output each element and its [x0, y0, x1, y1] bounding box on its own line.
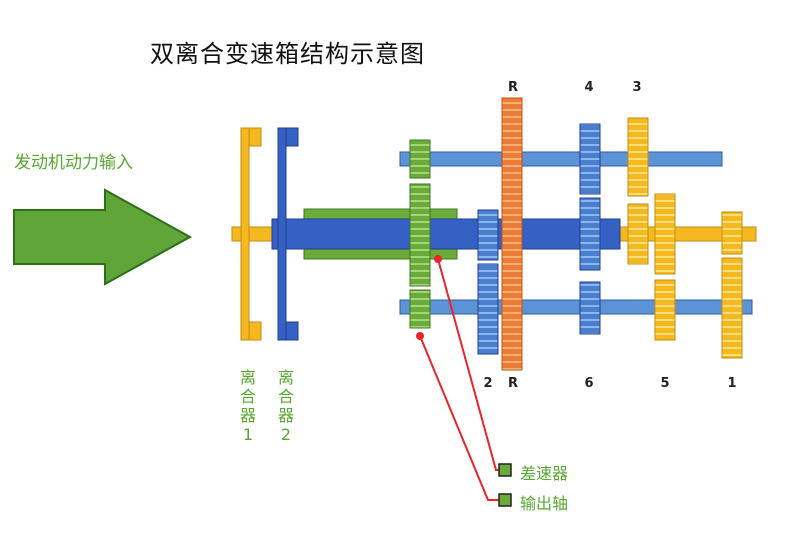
differential-pointer-dot: [434, 255, 442, 263]
gear-4-6-drive: [579, 197, 601, 271]
gear-5-driven: [654, 279, 676, 341]
differential-legend-square: [498, 463, 512, 477]
output-shaft-label: 输出轴: [520, 494, 569, 513]
gear-label-3: 3: [632, 80, 642, 95]
differential-label: 差速器: [520, 464, 569, 483]
upper-countershaft: [399, 151, 723, 167]
gear-1-driven: [721, 257, 743, 359]
clutch-2-label: 离 合 器 2: [277, 368, 294, 444]
output-gear-middle: [409, 183, 431, 287]
gear-label-r-bottom: R: [507, 376, 518, 391]
clutch-1-label: 离 合 器 1: [239, 368, 256, 444]
clutch-1: [240, 127, 262, 341]
output-gear-lower: [409, 289, 431, 329]
gear-label-5: 5: [660, 376, 670, 391]
output-shaft-pointer-dot: [416, 332, 424, 340]
gear-2-driven: [477, 263, 499, 355]
outer-input-shaft: [271, 218, 621, 250]
gear-label-r-top: R: [507, 80, 518, 95]
gear-3-driven: [627, 117, 649, 197]
gear-label-2: 2: [483, 376, 493, 391]
engine-input-label: 发动机动力输入: [14, 153, 133, 173]
gear-label-4: 4: [584, 80, 594, 95]
diagram-title: 双离合变速箱结构示意图: [150, 40, 425, 68]
gear-label-1: 1: [727, 376, 737, 391]
gear-label-6: 6: [584, 376, 594, 391]
output-shaft-legend-square: [498, 493, 512, 507]
output-gear-upper: [409, 139, 431, 179]
engine-input-arrow: [13, 188, 193, 286]
gear-reverse: [501, 97, 523, 371]
gear-2-drive: [477, 209, 499, 261]
gear-5-drive: [654, 193, 676, 275]
gear-4-driven: [579, 123, 601, 195]
gear-1-drive: [721, 211, 743, 255]
gear-6-driven: [579, 281, 601, 335]
clutch-2: [277, 127, 299, 341]
gear-3-drive: [627, 203, 649, 265]
